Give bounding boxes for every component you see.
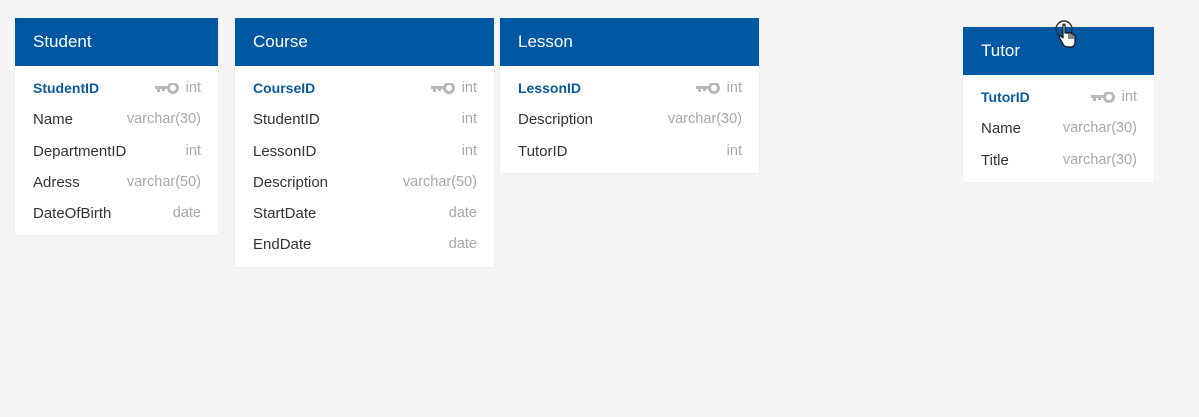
column-name: Description	[253, 173, 329, 191]
column-type: varchar(50)	[126, 173, 201, 190]
column-type: int	[726, 80, 742, 96]
column-type: int	[185, 80, 201, 96]
column-row[interactable]: TutorID int	[500, 136, 759, 167]
column-name: EndDate	[253, 236, 312, 254]
table-student[interactable]: Student StudentID int Name varchar(30) D…	[15, 18, 218, 236]
column-row[interactable]: TutorID int	[963, 82, 1154, 113]
column-row[interactable]: EndDate date	[235, 229, 494, 260]
key-icon	[155, 83, 179, 94]
column-name: Description	[518, 111, 594, 129]
column-name: TutorID	[981, 89, 1030, 105]
key-icon	[696, 83, 720, 94]
column-row[interactable]: Description varchar(50)	[235, 167, 494, 198]
column-type: date	[448, 236, 477, 253]
column-type: int	[461, 80, 477, 96]
column-row[interactable]: Name varchar(30)	[963, 113, 1154, 144]
column-row[interactable]: Description varchar(30)	[500, 104, 759, 135]
column-row[interactable]: LessonID int	[235, 136, 494, 167]
table-columns-lesson: LessonID int Description varchar(30) Tut…	[500, 66, 759, 173]
column-type: date	[448, 205, 477, 221]
column-row[interactable]: CourseID int	[235, 73, 494, 104]
table-columns-tutor: TutorID int Name varchar(30) Title varch…	[963, 75, 1154, 182]
column-name: StudentID	[253, 111, 320, 129]
column-type: int	[726, 142, 742, 159]
column-row[interactable]: DateOfBirth date	[15, 198, 218, 229]
column-name: CourseID	[253, 80, 316, 96]
column-name: Name	[981, 120, 1022, 138]
table-tutor[interactable]: Tutor TutorID int Name varchar(30) Title…	[963, 27, 1154, 182]
column-row[interactable]: StartDate date	[235, 198, 494, 229]
table-columns-student: StudentID int Name varchar(30) Departmen…	[15, 66, 218, 235]
table-lesson[interactable]: Lesson LessonID int Description varchar(…	[500, 18, 759, 173]
column-row[interactable]: Name varchar(30)	[15, 104, 218, 135]
column-type: varchar(30)	[1062, 151, 1137, 168]
column-name: StartDate	[253, 205, 317, 222]
column-type: int	[461, 111, 477, 128]
column-name: Name	[33, 111, 74, 129]
column-row[interactable]: StudentID int	[15, 73, 218, 104]
column-type: int	[461, 142, 477, 159]
column-name: Adress	[33, 173, 80, 191]
table-header-student[interactable]: Student	[15, 18, 218, 66]
column-type: int	[1121, 89, 1137, 105]
table-columns-course: CourseID int StudentID int LessonID int …	[235, 66, 494, 267]
hand-pointer-icon	[1055, 20, 1076, 48]
column-name: StudentID	[33, 80, 100, 96]
key-icon	[431, 83, 455, 94]
column-row[interactable]: DepartmentID int	[15, 136, 218, 167]
column-name: LessonID	[253, 142, 317, 160]
column-type: varchar(30)	[1062, 120, 1137, 137]
column-row[interactable]: StudentID int	[235, 104, 494, 135]
table-header-lesson[interactable]: Lesson	[500, 18, 759, 66]
column-name: TutorID	[518, 142, 568, 160]
column-row[interactable]: Adress varchar(50)	[15, 167, 218, 198]
column-type: varchar(30)	[667, 111, 742, 128]
key-icon	[1091, 92, 1115, 103]
column-name: DateOfBirth	[33, 205, 112, 222]
column-row[interactable]: LessonID int	[500, 73, 759, 104]
column-name: DepartmentID	[33, 142, 127, 160]
table-course[interactable]: Course CourseID int StudentID int Lesson…	[235, 18, 494, 267]
table-header-course[interactable]: Course	[235, 18, 494, 66]
column-name: Title	[981, 151, 1009, 169]
column-row[interactable]: Title varchar(30)	[963, 145, 1154, 176]
column-type: varchar(30)	[126, 111, 201, 128]
column-name: LessonID	[518, 80, 582, 96]
column-type: date	[172, 205, 201, 221]
column-type: int	[185, 142, 201, 159]
column-type: varchar(50)	[402, 173, 477, 190]
